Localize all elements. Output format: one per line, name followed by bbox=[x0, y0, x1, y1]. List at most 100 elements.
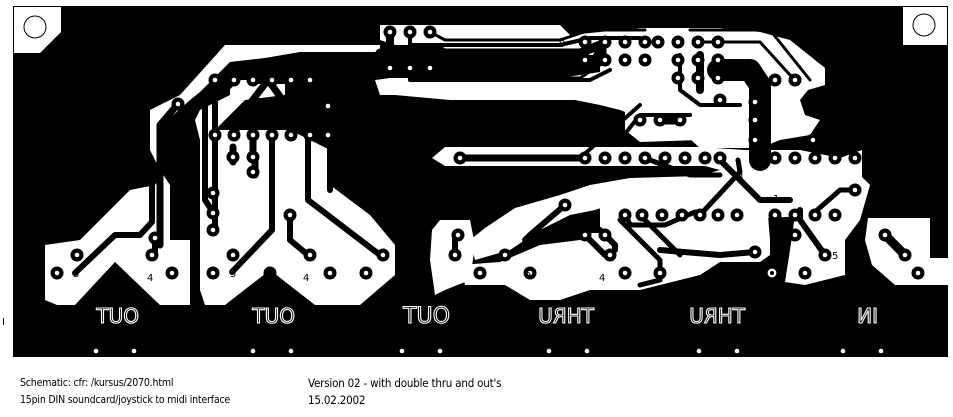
drill-hole bbox=[387, 65, 393, 71]
drill-hole bbox=[622, 212, 628, 218]
pin-label-ic-1: 1 bbox=[773, 194, 779, 205]
drill-hole bbox=[230, 154, 236, 160]
drill-hole bbox=[325, 103, 331, 109]
drill-hole bbox=[882, 232, 888, 238]
silkscreen-labels: 9 1 8 1 5 4 5 4 5 4 5 bbox=[73, 39, 838, 284]
connector-labels: OUT OUT OUT THRU THRU IN bbox=[95, 303, 878, 329]
drill-hole bbox=[502, 252, 508, 258]
drill-hole bbox=[637, 117, 643, 123]
bare-hole bbox=[858, 270, 864, 276]
mounting-hole-right bbox=[903, 7, 947, 45]
connector-label-out3: OUT bbox=[403, 304, 450, 329]
mount-hole bbox=[131, 348, 137, 354]
drill-hole bbox=[675, 57, 681, 63]
drill-hole bbox=[230, 252, 236, 258]
out2-pin4-label: 4 bbox=[303, 273, 309, 284]
drill-hole bbox=[622, 39, 628, 45]
drill-hole bbox=[852, 187, 858, 193]
drill-hole bbox=[715, 39, 721, 45]
drill-hole bbox=[677, 117, 683, 123]
drill-hole bbox=[622, 57, 628, 63]
drill-hole bbox=[582, 39, 588, 45]
drill-hole bbox=[250, 132, 256, 138]
drill-hole bbox=[269, 132, 275, 138]
drill-hole bbox=[149, 252, 155, 258]
out1-pin4-label: 4 bbox=[147, 273, 153, 284]
drill-hole bbox=[622, 155, 628, 161]
drill-hole bbox=[642, 39, 648, 45]
drill-hole bbox=[380, 252, 386, 258]
drill-hole bbox=[562, 202, 568, 208]
connector-label-thru2: THRU bbox=[689, 304, 746, 328]
pin-label-ic-8: 8 bbox=[737, 172, 743, 183]
drill-hole bbox=[715, 212, 721, 218]
drill-hole bbox=[812, 212, 818, 218]
drill-hole bbox=[752, 99, 758, 105]
drill-hole bbox=[772, 77, 778, 83]
drill-hole bbox=[582, 155, 588, 161]
drill-hole bbox=[717, 155, 723, 161]
thru1-pin4-label: 4 bbox=[599, 273, 605, 284]
drill-hole bbox=[527, 270, 533, 276]
bare-hole bbox=[417, 270, 423, 276]
mount-hole bbox=[734, 348, 740, 354]
drill-hole bbox=[212, 132, 218, 138]
drill-hole bbox=[288, 77, 294, 83]
drill-hole bbox=[675, 75, 681, 81]
drill-hole bbox=[74, 252, 80, 258]
board-description: 15pin DIN soundcard/joystick to midi int… bbox=[20, 394, 231, 406]
drill-hole bbox=[695, 75, 701, 81]
drill-hole bbox=[582, 232, 588, 238]
drill-hole bbox=[169, 270, 175, 276]
drill-hole bbox=[792, 77, 798, 83]
drill-hole bbox=[387, 29, 393, 35]
drill-hole bbox=[582, 57, 588, 63]
drill-hole bbox=[602, 155, 608, 161]
bare-hole bbox=[112, 270, 118, 276]
drill-hole bbox=[427, 65, 433, 71]
bare-hole bbox=[715, 270, 721, 276]
drill-hole bbox=[307, 77, 313, 83]
drill-hole bbox=[269, 77, 275, 83]
drill-hole bbox=[607, 252, 613, 258]
drill-hole bbox=[210, 270, 216, 276]
drill-hole bbox=[175, 101, 181, 107]
drill-hole bbox=[407, 29, 413, 35]
drill-hole bbox=[250, 77, 256, 83]
drill-hole bbox=[602, 39, 608, 45]
drill-hole bbox=[250, 154, 256, 160]
drill-hole bbox=[642, 155, 648, 161]
drill-hole bbox=[455, 232, 461, 238]
thru1-pin5-label: 5 bbox=[525, 269, 531, 280]
drill-hole bbox=[307, 252, 313, 258]
drill-hole bbox=[231, 77, 237, 83]
drill-hole bbox=[457, 155, 463, 161]
drill-hole bbox=[212, 77, 218, 83]
isolation-areas bbox=[45, 25, 950, 305]
drill-hole bbox=[152, 235, 158, 241]
drill-hole bbox=[715, 75, 721, 81]
connector-label-in: IN bbox=[857, 304, 878, 328]
connector-label-thru1: THRU bbox=[538, 304, 595, 328]
mount-hole bbox=[250, 348, 256, 354]
drill-hole bbox=[622, 270, 628, 276]
pin-label-dsub-1: 1 bbox=[559, 58, 565, 69]
drill-hole bbox=[682, 155, 688, 161]
drill-hole bbox=[427, 29, 433, 35]
revision-date: 15.02.2002 bbox=[308, 393, 366, 407]
drill-hole bbox=[642, 57, 648, 63]
out2-pin5-label: 5 bbox=[230, 269, 236, 280]
drill-hole bbox=[655, 39, 661, 45]
mount-hole bbox=[840, 348, 846, 354]
drill-hole bbox=[452, 252, 458, 258]
drill-hole bbox=[812, 155, 818, 161]
drill-hole bbox=[792, 155, 798, 161]
drill-hole bbox=[659, 212, 665, 218]
mount-hole bbox=[584, 348, 590, 354]
drill-hole bbox=[734, 212, 740, 218]
drill-hole bbox=[54, 270, 60, 276]
drill-hole bbox=[602, 57, 608, 63]
drill-hole bbox=[772, 212, 778, 218]
drill-hole bbox=[679, 212, 685, 218]
drill-hole bbox=[325, 132, 331, 138]
